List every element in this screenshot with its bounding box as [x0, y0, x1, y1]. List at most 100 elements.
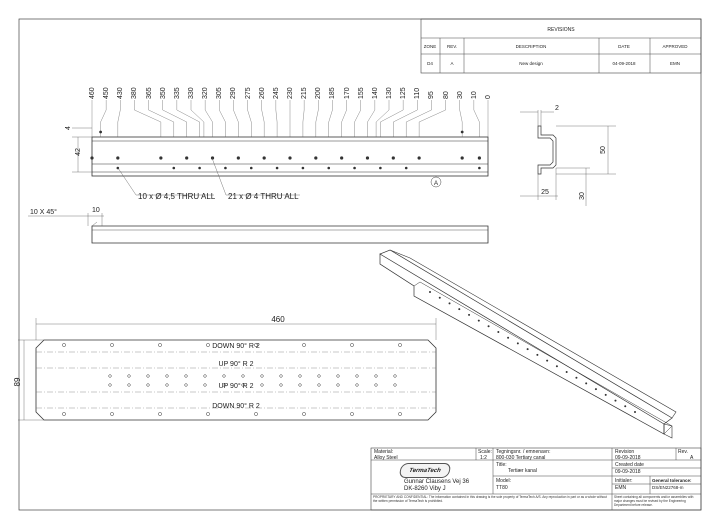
top-dim-label: 460	[89, 87, 96, 99]
top-dim-label: 335	[173, 87, 181, 99]
flat-hole	[302, 412, 306, 416]
flat-hole	[336, 383, 340, 387]
iso-hole	[477, 319, 480, 322]
dim-leader	[100, 109, 107, 123]
top-dim-label: 320	[202, 87, 210, 99]
top-dim-label: 140	[371, 87, 379, 99]
rev-header-date: DATE	[618, 44, 630, 49]
hole-marker	[236, 156, 240, 160]
scale-label: Scale:	[478, 449, 492, 455]
tolerance-label: General tolerance:	[652, 478, 692, 483]
top-view-holes	[90, 130, 481, 170]
iso-hole	[458, 308, 461, 311]
hole-marker	[314, 156, 318, 160]
dim-leader	[233, 109, 239, 123]
created-label: Created date	[615, 462, 644, 468]
rev-cell-rev: A	[450, 61, 453, 66]
dim-leader	[117, 109, 121, 123]
rev-header-zone: ZONE	[424, 44, 437, 49]
hole-marker	[185, 156, 189, 160]
top-dim-label: 215	[301, 87, 309, 99]
top-dim-label: 110	[414, 87, 422, 99]
hole-marker	[224, 166, 227, 170]
section-marker	[430, 176, 442, 188]
hole-marker	[262, 156, 266, 160]
section-label: A	[434, 181, 438, 187]
top-dim-label: 330	[188, 87, 195, 99]
rev-cell-zone: D4	[427, 61, 433, 66]
flat-hole	[279, 374, 283, 378]
flat-hole	[355, 374, 359, 378]
dim-leader	[162, 109, 187, 123]
initials-label: Initialer:	[615, 478, 633, 484]
section-dim-30: 30	[579, 192, 586, 200]
hole-marker	[90, 156, 94, 160]
bend-label-4: DOWN 90° R 2	[212, 402, 260, 410]
dim-leader	[328, 109, 333, 123]
hole-marker	[301, 166, 305, 170]
hole-marker	[353, 166, 356, 170]
rev-header-approved: APPROVED	[662, 44, 688, 49]
flat-hole	[110, 343, 114, 347]
revision-label: Revision	[615, 449, 635, 455]
flat-hole	[165, 383, 169, 387]
dim-leader	[247, 109, 252, 123]
flat-hole	[241, 383, 245, 387]
iso-hole	[614, 399, 617, 402]
model-value: TT80	[496, 485, 508, 491]
title-label: Title:	[496, 462, 507, 468]
top-dim-label: 95	[428, 91, 436, 99]
flat-hole	[206, 412, 210, 416]
top-dim-label: 200	[315, 87, 323, 99]
hole-marker	[460, 156, 464, 160]
flat-hole	[241, 374, 245, 378]
rev-header-rev: REV.	[447, 44, 457, 49]
flat-hole	[398, 412, 402, 416]
dim-leader	[302, 109, 305, 123]
top-dim-label: 0	[485, 95, 492, 99]
isometric-view	[379, 249, 677, 439]
iso-hole	[575, 376, 578, 379]
iso-hole	[536, 353, 539, 356]
drawing-value: 800-030 Tertiary canal	[496, 455, 546, 461]
flat-hole	[158, 343, 162, 347]
address-line-1: Gunnar Clausens Vej 36	[404, 479, 470, 485]
left-dim-4: 4	[65, 126, 72, 130]
flat-hole	[165, 374, 169, 378]
section-dim-25: 25	[541, 189, 549, 196]
flat-hole	[317, 383, 321, 387]
side-dim-10: 10	[92, 207, 100, 214]
flat-hole	[108, 374, 112, 378]
iso-hole	[624, 405, 627, 408]
flat-hole	[203, 383, 207, 387]
flat-hole	[127, 374, 131, 378]
iso-hole	[487, 325, 490, 328]
top-dim-label: 350	[159, 87, 167, 99]
hole-marker	[404, 166, 408, 170]
top-dim-label: 305	[216, 87, 224, 99]
top-dim-label: 430	[117, 87, 125, 99]
top-dim-label: 230	[287, 87, 294, 99]
dim-leader	[275, 109, 278, 123]
flat-hole	[222, 374, 226, 378]
left-dim-42: 42	[75, 148, 82, 156]
dim-leader	[176, 109, 200, 123]
flat-hole	[110, 412, 114, 416]
top-dim-label: 245	[272, 87, 280, 99]
hole-marker	[379, 166, 382, 170]
initials-value: EMN	[615, 485, 627, 491]
flat-height-dim: 89	[13, 377, 22, 386]
section-dim-2: 2	[555, 105, 559, 112]
dim-leader	[380, 109, 404, 123]
material-value: Alloy Steel	[374, 455, 398, 461]
title-value: Tertiær kanal	[508, 468, 537, 474]
flat-hole	[206, 343, 210, 347]
dim-leader	[134, 109, 161, 123]
iso-hole	[438, 296, 441, 299]
bend-label-1: DOWN 90° R 2	[212, 342, 260, 350]
dim-leader	[406, 109, 432, 123]
drawing-label: Tegningsnr. / emnenavn:	[496, 449, 551, 455]
bend-label-2: UP 90° R 2	[219, 360, 254, 368]
revisions-table: REVISIONS ZONE REV. DESCRIPTION DATE APP…	[420, 18, 702, 74]
hole-marker	[172, 166, 176, 170]
